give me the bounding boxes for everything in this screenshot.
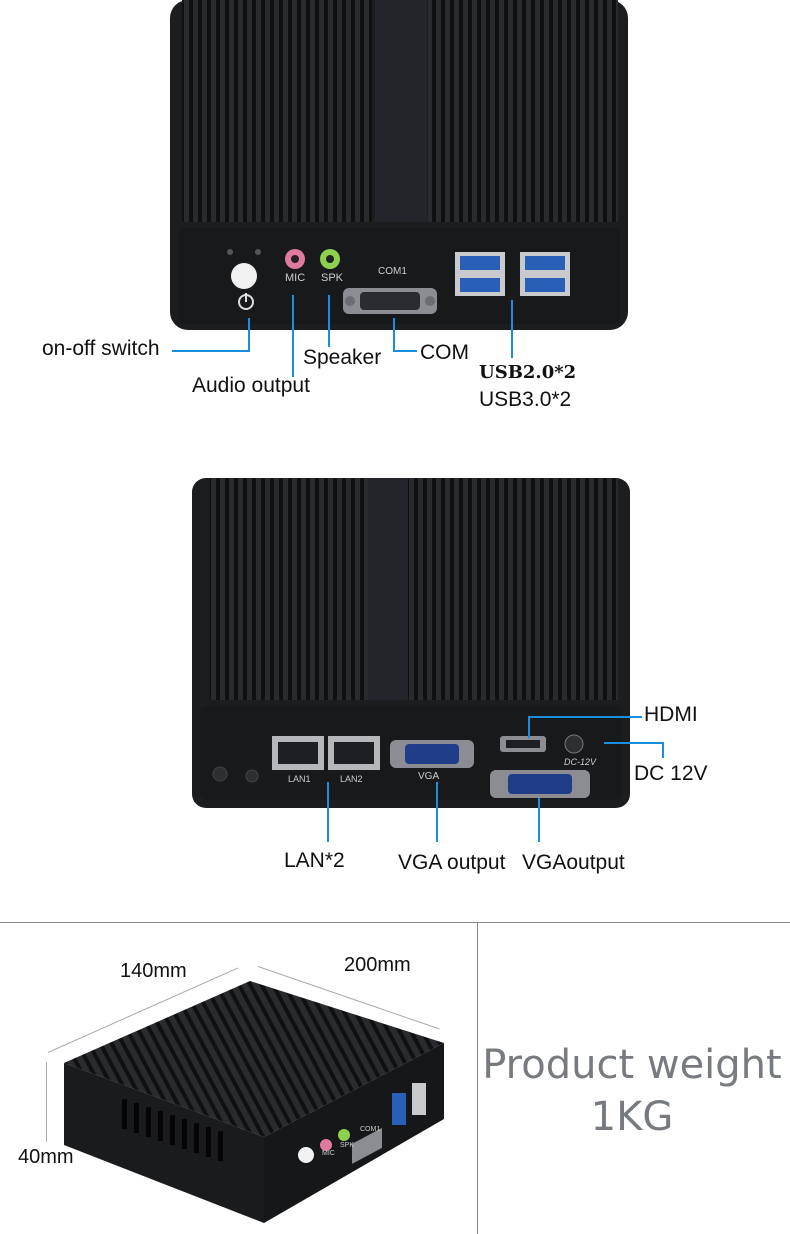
callout-line [393,350,417,352]
back-case-illustration [192,478,630,808]
iso-spk-mark: SPK [340,1142,355,1149]
vga-output-label: VGA output [398,851,506,874]
vgaoutput-label: VGAoutput [522,851,625,874]
column-divider [477,923,478,1234]
speaker-label: Speaker [303,346,382,369]
audio-output-label: Audio output [192,374,310,397]
callout-line [528,716,642,718]
lan2-label: LAN*2 [284,849,345,872]
callout-line [538,798,540,842]
lan2-mark: LAN2 [340,774,363,784]
on-off-switch-label: on-off switch [42,337,160,360]
front-case-illustration [170,0,628,330]
height-dimension: 40mm [18,1146,74,1168]
callout-line [248,318,250,352]
callout-line [662,742,664,758]
width-dimension: 140mm [120,960,187,982]
callout-line [604,742,664,744]
depth-dimension: 200mm [344,954,411,976]
spk-mark: SPK [321,272,344,284]
usb30-label: USB3.0*2 [479,388,572,411]
com-label: COM [420,341,469,364]
iso-com1-mark: COM1 [360,1126,381,1133]
mic-mark: MIC [285,272,306,284]
dimension-line [46,1062,47,1142]
lan1-mark: LAN1 [288,774,311,784]
weight-value: 1KG [590,1094,674,1140]
section-divider [0,922,790,923]
usb20-label: USB2.0*2 [479,362,577,383]
vga-mark: VGA [418,771,440,782]
callout-line [436,782,438,842]
iso-case-illustration [64,981,444,1223]
dc12v-label: DC 12V [634,762,708,785]
callout-line [393,318,395,352]
dc-mark: DC-12V [564,757,597,767]
weight-title: Product weight [482,1042,782,1088]
callout-line [172,350,250,352]
hdmi-label: HDMI [644,703,698,726]
callout-line [292,295,294,377]
callout-line [511,300,513,358]
callout-line [327,782,329,842]
com1-mark: COM1 [378,266,407,277]
callout-line [328,295,330,347]
callout-line [528,716,530,738]
iso-mic-mark: MIC [322,1150,335,1157]
